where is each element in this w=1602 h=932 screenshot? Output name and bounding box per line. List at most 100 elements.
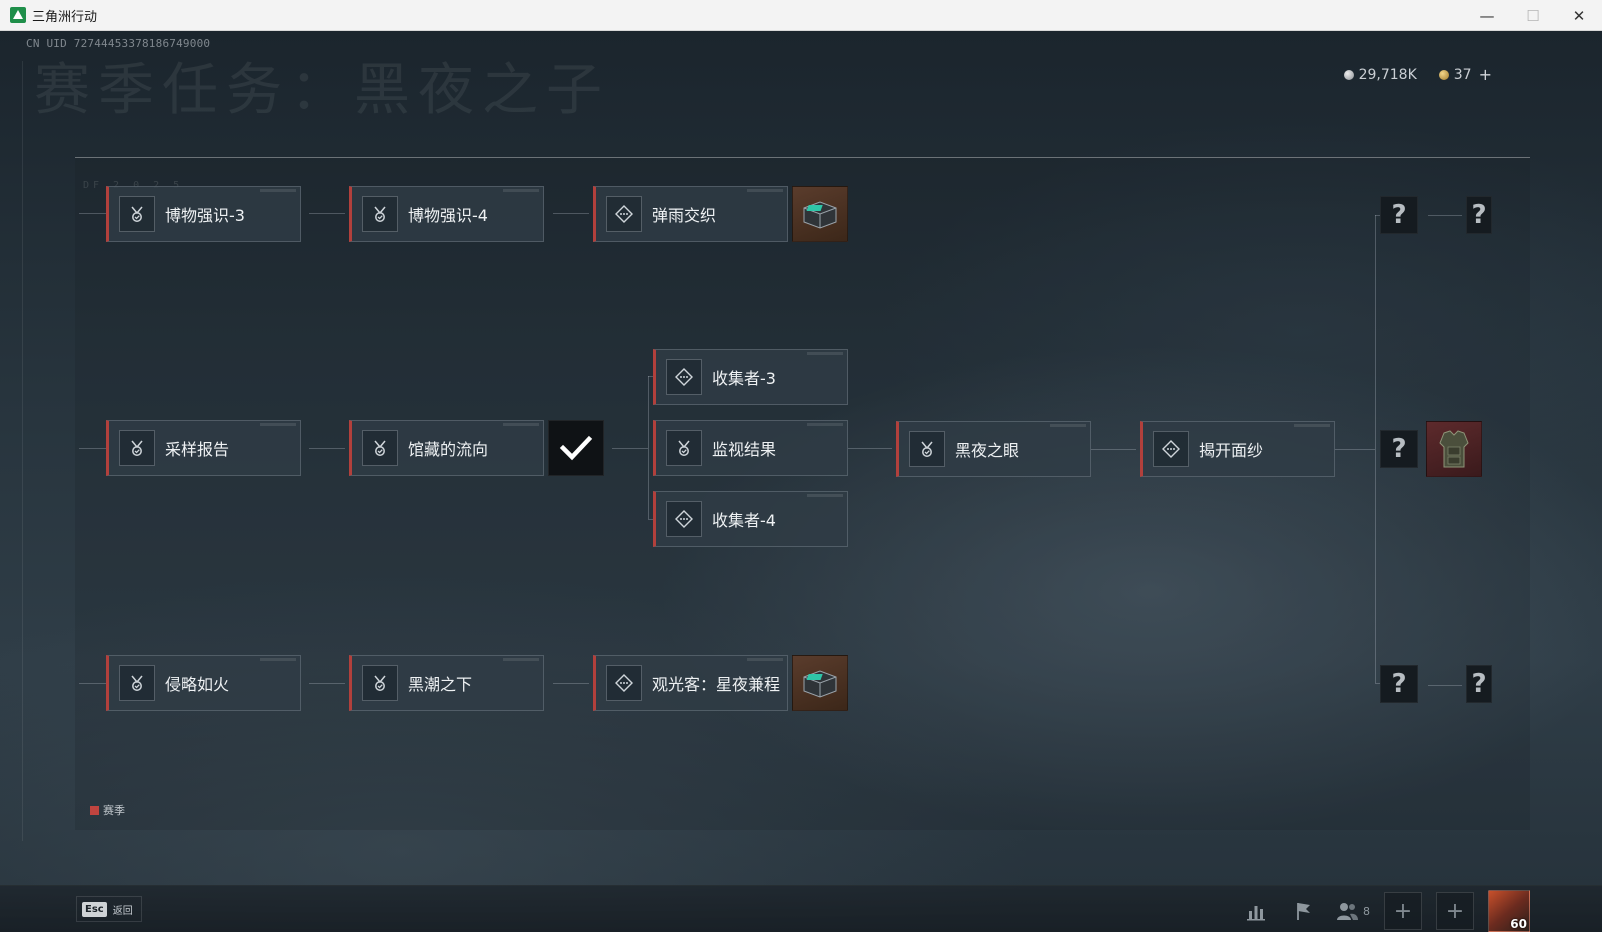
diamond-target-icon xyxy=(666,501,702,537)
medal-icon xyxy=(362,430,398,466)
connector-line xyxy=(648,376,654,377)
connector-line xyxy=(79,683,106,684)
quest-card[interactable]: 监视结果 xyxy=(653,420,848,476)
quest-label: 收集者-3 xyxy=(712,369,776,388)
close-button[interactable]: ✕ xyxy=(1572,6,1586,25)
legend-label: 赛季 xyxy=(103,804,125,817)
body-armor-icon xyxy=(1439,430,1469,468)
quest-card[interactable]: 黑潮之下 xyxy=(349,655,544,711)
stats-button[interactable] xyxy=(1239,892,1273,930)
medal-icon xyxy=(119,665,155,701)
locked-reward[interactable]: ? xyxy=(1466,665,1492,703)
window-title: 三角洲行动 xyxy=(32,9,98,25)
quest-label: 黑夜之眼 xyxy=(955,441,1020,460)
diamond-target-icon xyxy=(606,196,642,232)
locked-reward[interactable]: ? xyxy=(1380,430,1418,468)
quest-label: 监视结果 xyxy=(712,440,777,459)
quest-card[interactable]: 博物强识-3 xyxy=(106,186,301,242)
connector-line xyxy=(309,448,345,449)
silver-currency-value: 29,718K xyxy=(1358,66,1417,83)
minimize-button[interactable]: — xyxy=(1479,6,1495,25)
reward-armor[interactable] xyxy=(1426,421,1482,477)
diamond-target-icon xyxy=(606,665,642,701)
flag-icon xyxy=(1297,903,1310,920)
locked-reward[interactable]: ? xyxy=(1466,196,1492,234)
quest-label: 采样报告 xyxy=(165,440,230,459)
connector-line xyxy=(612,448,648,449)
connector-line xyxy=(309,683,345,684)
player-avatar[interactable]: 60 xyxy=(1488,890,1530,932)
connector-line xyxy=(1091,449,1136,450)
diamond-target-icon xyxy=(666,359,702,395)
locked-reward[interactable]: ? xyxy=(1380,196,1418,234)
mission-flag-button[interactable] xyxy=(1287,892,1321,930)
unknown-mark: ? xyxy=(1391,434,1407,464)
connector-line xyxy=(1335,449,1375,450)
silver-currency[interactable]: 29,718K xyxy=(1343,66,1417,83)
unknown-mark: ? xyxy=(1391,669,1407,699)
quest-card[interactable]: 揭开面纱 xyxy=(1140,421,1335,477)
quest-label: 观光客：星夜兼程 xyxy=(652,675,781,694)
quest-label: 收集者-4 xyxy=(712,511,776,530)
reward-crate[interactable] xyxy=(792,186,848,242)
quest-card[interactable]: 侵略如火 xyxy=(106,655,301,711)
player-uid: CN UID 72744453378186749000 xyxy=(26,37,211,50)
connector-line xyxy=(553,213,589,214)
locked-reward[interactable]: ? xyxy=(1380,665,1418,703)
claimed-reward[interactable] xyxy=(548,420,604,476)
unknown-mark: ? xyxy=(1471,669,1487,699)
medal-icon xyxy=(909,431,945,467)
game-viewport: CN UID 72744453378186749000 赛季任务：黑夜之子 29… xyxy=(0,31,1602,932)
unknown-mark: ? xyxy=(1471,200,1487,230)
bar-chart-icon xyxy=(1247,906,1265,921)
medal-icon xyxy=(119,196,155,232)
friends-icon xyxy=(1337,903,1358,920)
bottom-toolbar: 8 + + 60 xyxy=(1239,890,1530,932)
team-slot[interactable]: + xyxy=(1436,892,1474,930)
team-slot[interactable]: + xyxy=(1384,892,1422,930)
page-title: 赛季任务：黑夜之子 xyxy=(34,58,610,123)
diamond-target-icon xyxy=(1153,431,1189,467)
connector-line xyxy=(553,683,589,684)
quest-card[interactable]: 收集者-4 xyxy=(653,491,848,547)
window-titlebar: 三角洲行动 — ☐ ✕ xyxy=(0,0,1602,31)
add-currency-button[interactable]: + xyxy=(1478,65,1492,84)
quest-board: DF 2 0 2 5 博物强识-3 xyxy=(75,157,1530,830)
medal-icon xyxy=(119,430,155,466)
quest-card[interactable]: 收集者-3 xyxy=(653,349,848,405)
connector-line xyxy=(1428,685,1462,686)
season-swatch xyxy=(90,805,99,815)
medal-icon xyxy=(362,665,398,701)
back-button[interactable]: Esc 返回 xyxy=(76,896,142,922)
app-logo-icon xyxy=(10,7,26,23)
quest-label: 弹雨交织 xyxy=(652,206,717,225)
connector-line xyxy=(1375,683,1380,684)
board-code: DF 2 0 2 5 xyxy=(83,180,179,191)
quest-label: 博物强识-3 xyxy=(165,206,245,225)
quest-card[interactable]: 黑夜之眼 xyxy=(896,421,1091,477)
reward-crate[interactable] xyxy=(792,655,848,711)
gold-currency[interactable]: 37 + xyxy=(1438,65,1492,84)
quest-card[interactable]: 馆藏的流向 xyxy=(349,420,544,476)
friends-button[interactable]: 8 xyxy=(1335,901,1370,921)
quest-label: 馆藏的流向 xyxy=(408,440,489,459)
silver-coin-icon xyxy=(1343,69,1354,80)
connector-line xyxy=(79,448,106,449)
checkmark-icon xyxy=(559,435,593,461)
connector-line xyxy=(648,519,654,520)
quest-card[interactable]: 弹雨交织 xyxy=(593,186,788,242)
connector-line xyxy=(1375,215,1380,216)
decorative-divider xyxy=(22,61,23,841)
unknown-mark: ? xyxy=(1391,200,1407,230)
connector-line xyxy=(848,448,892,449)
esc-key-hint: Esc xyxy=(82,901,107,917)
quest-card[interactable]: 观光客：星夜兼程 xyxy=(593,655,788,711)
quest-card[interactable]: 博物强识-4 xyxy=(349,186,544,242)
bottom-bar: Esc 返回 8 + + 60 xyxy=(0,885,1602,932)
gold-coin-icon xyxy=(1438,69,1449,80)
quest-label: 揭开面纱 xyxy=(1199,441,1264,460)
medal-icon xyxy=(362,196,398,232)
quest-label: 侵略如火 xyxy=(165,675,230,694)
quest-card[interactable]: 采样报告 xyxy=(106,420,301,476)
maximize-button[interactable]: ☐ xyxy=(1526,6,1540,25)
